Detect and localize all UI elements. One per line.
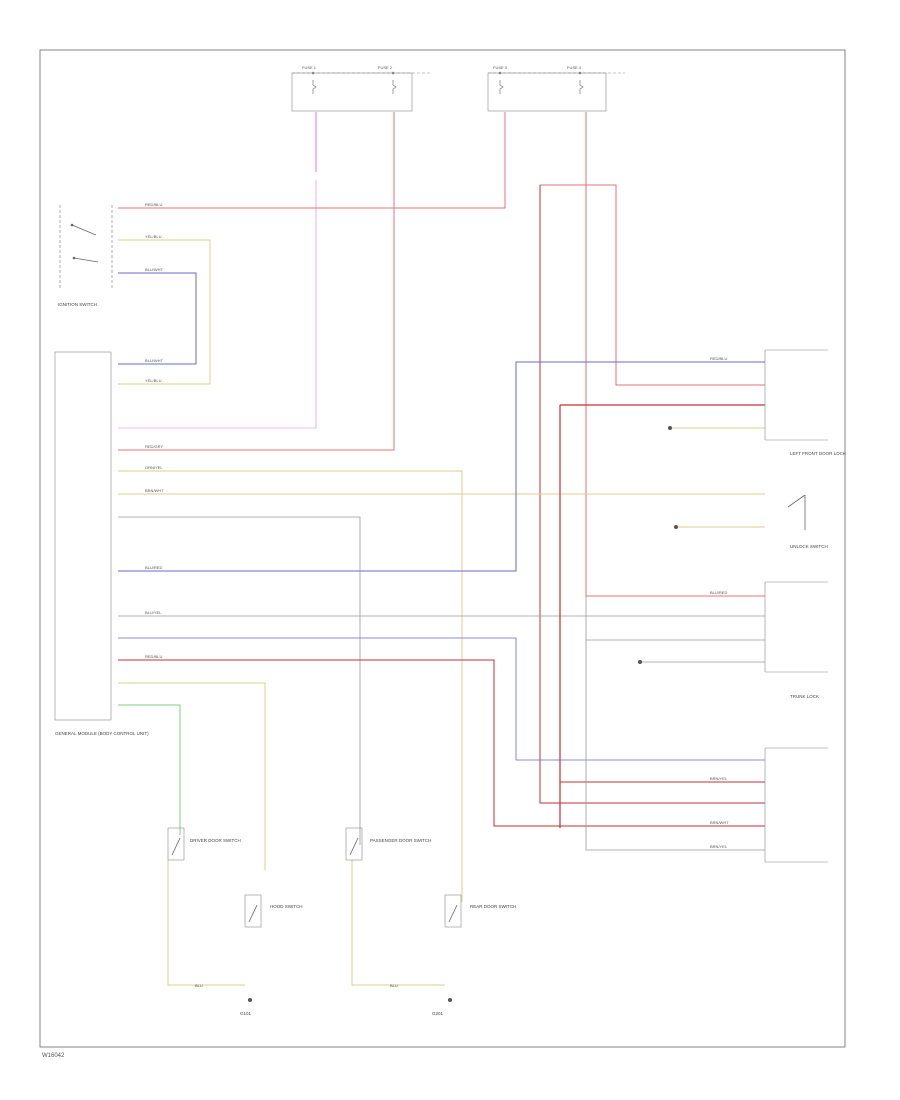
wire-yellow-gnd1 — [167, 860, 245, 986]
wire-gray-trunk2 — [585, 596, 765, 641]
door-switches: DRIVER DOOR SWITCH HOOD SWITCH PASSENGER… — [167, 827, 516, 928]
diagram-frame — [39, 49, 846, 1048]
rear-door-switch-label: REAR DOOR SWITCH — [470, 904, 516, 909]
wire-label: BLU/YEL — [145, 610, 162, 615]
wire-gray-module — [585, 640, 765, 851]
wire-yellow-rear — [118, 470, 463, 902]
wire-label: BLU/RED — [145, 565, 162, 570]
wire-blue-lower — [118, 637, 765, 761]
driver-door-switch-label: DRIVER DOOR SWITCH — [190, 838, 241, 843]
wire-label: BLU/RED — [710, 590, 727, 595]
fuse-label-2: FUSE 2 — [378, 65, 393, 70]
wire-red-rightdoor — [540, 184, 765, 386]
fuse-block-left: FUSE 1 FUSE 2 — [291, 65, 430, 112]
lower-right-module — [764, 747, 828, 863]
wire-label: YEL/BLU — [145, 234, 162, 239]
wire-pink-gm — [118, 180, 317, 429]
door-lock-label: LEFT FRONT DOOR LOCK — [790, 451, 846, 456]
general-module-label: GENERAL MODULE (BODY CONTROL UNIT) — [55, 731, 149, 736]
unlock-switch: UNLOCK SWITCH — [787, 494, 828, 549]
wire-label: RED/BLU — [145, 202, 162, 207]
unlock-switch-label: UNLOCK SWITCH — [790, 544, 828, 549]
wire-label: BLU — [195, 983, 203, 988]
left-front-door-lock: LEFT FRONT DOOR LOCK — [764, 349, 846, 456]
wire-label: BRN/YEL — [710, 844, 728, 849]
wire-gray-passenger — [118, 516, 361, 845]
wire-darkred-module — [539, 185, 765, 804]
wire-label-group: RED/BLU YEL/BLU BLU/WHT BLU/WHT YEL/BLU … — [145, 202, 729, 988]
wire-blue-ign — [118, 272, 197, 365]
wire-yellow-gnd2 — [351, 860, 445, 986]
wire-red-trunk — [585, 185, 765, 597]
hood-switch-label: HOOD SWITCH — [270, 904, 303, 909]
fuse-label-1: FUSE 1 — [302, 65, 317, 70]
wire-darkred-lower — [118, 659, 765, 827]
fuse-block-right: FUSE 3 FUSE 4 — [487, 65, 625, 112]
wire-label: BLU — [390, 983, 398, 988]
general-module: GENERAL MODULE (BODY CONTROL UNIT) — [54, 351, 149, 736]
fuse-label-3: FUSE 3 — [493, 65, 508, 70]
ignition-switch: IGNITION SWITCH — [58, 205, 113, 307]
wire-blue-rightdoor — [118, 361, 765, 572]
wire-yellow-ign — [118, 239, 211, 385]
wire-label: BLU/WHT — [145, 267, 164, 272]
wire-label: YEL/BLU — [145, 378, 162, 383]
ignition-switch-label: IGNITION SWITCH — [58, 302, 97, 307]
wire-yellow-hood — [118, 682, 266, 870]
wire-label: BRN/YEL — [710, 776, 728, 781]
trunk-lock-label: TRUNK LOCK — [790, 694, 819, 699]
ground-right-label: G201 — [432, 1011, 444, 1016]
fuse-label-4: FUSE 4 — [567, 65, 582, 70]
ground-left-label: G101 — [240, 1011, 252, 1016]
wire-green-driver — [118, 704, 181, 835]
wire-label: GRN/YEL — [145, 465, 163, 470]
wire-label: BRN/WHT — [145, 488, 164, 493]
footer-code: W16042 — [42, 1053, 65, 1059]
wire-label: RED/GRY — [145, 444, 163, 449]
trunk-lock: TRUNK LOCK — [764, 581, 828, 699]
wire-label: BRN/WHT — [710, 820, 729, 825]
wire-red-gm — [118, 112, 395, 451]
wire-label: BLU/WHT — [145, 358, 164, 363]
wire-red-ignition — [118, 112, 506, 209]
ground-symbols: G101 G201 — [240, 426, 678, 1016]
wire-label: RED/BLU — [710, 356, 727, 361]
wire-label: RED/BLU — [145, 654, 162, 659]
passenger-door-switch-label: PASSENGER DOOR SWITCH — [370, 838, 431, 843]
